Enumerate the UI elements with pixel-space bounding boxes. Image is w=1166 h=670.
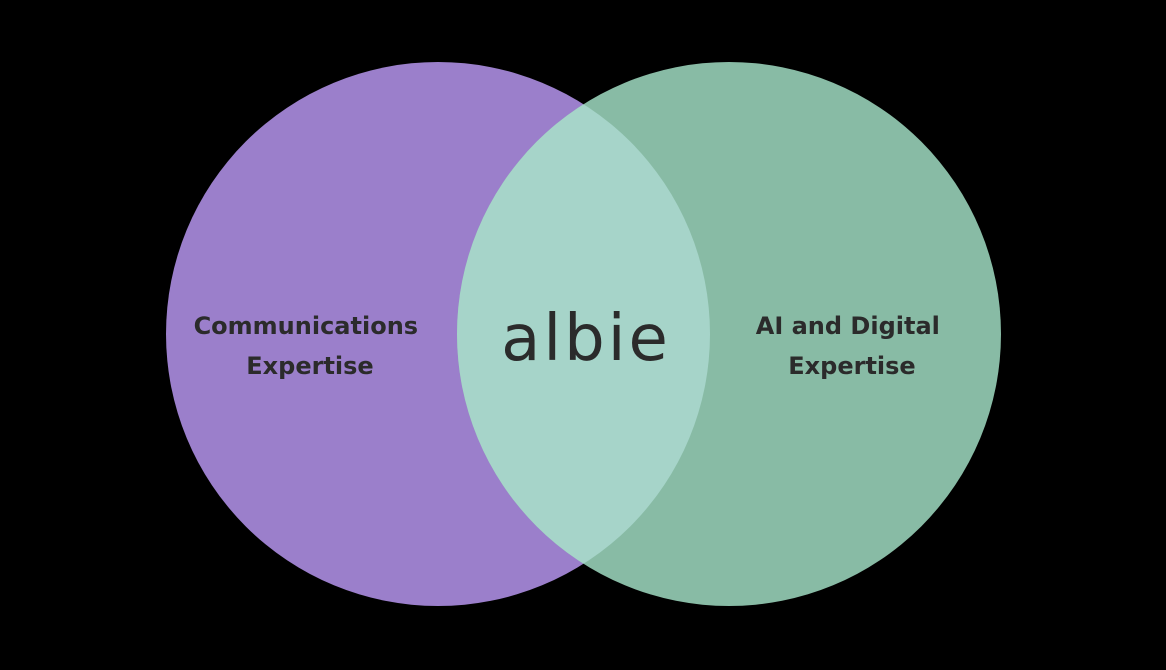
- right-circle-label-line2: Expertise: [788, 352, 915, 380]
- overlap-label: albie: [501, 302, 671, 376]
- overlap-region: [457, 62, 710, 606]
- left-circle-label: Communications Expertise: [194, 312, 427, 380]
- left-circle-label-line1: Communications: [194, 312, 419, 340]
- right-circle-label-line1: AI and Digital: [756, 312, 940, 340]
- right-circle-label: AI and Digital Expertise: [756, 312, 948, 380]
- left-circle-label-line2: Expertise: [246, 352, 373, 380]
